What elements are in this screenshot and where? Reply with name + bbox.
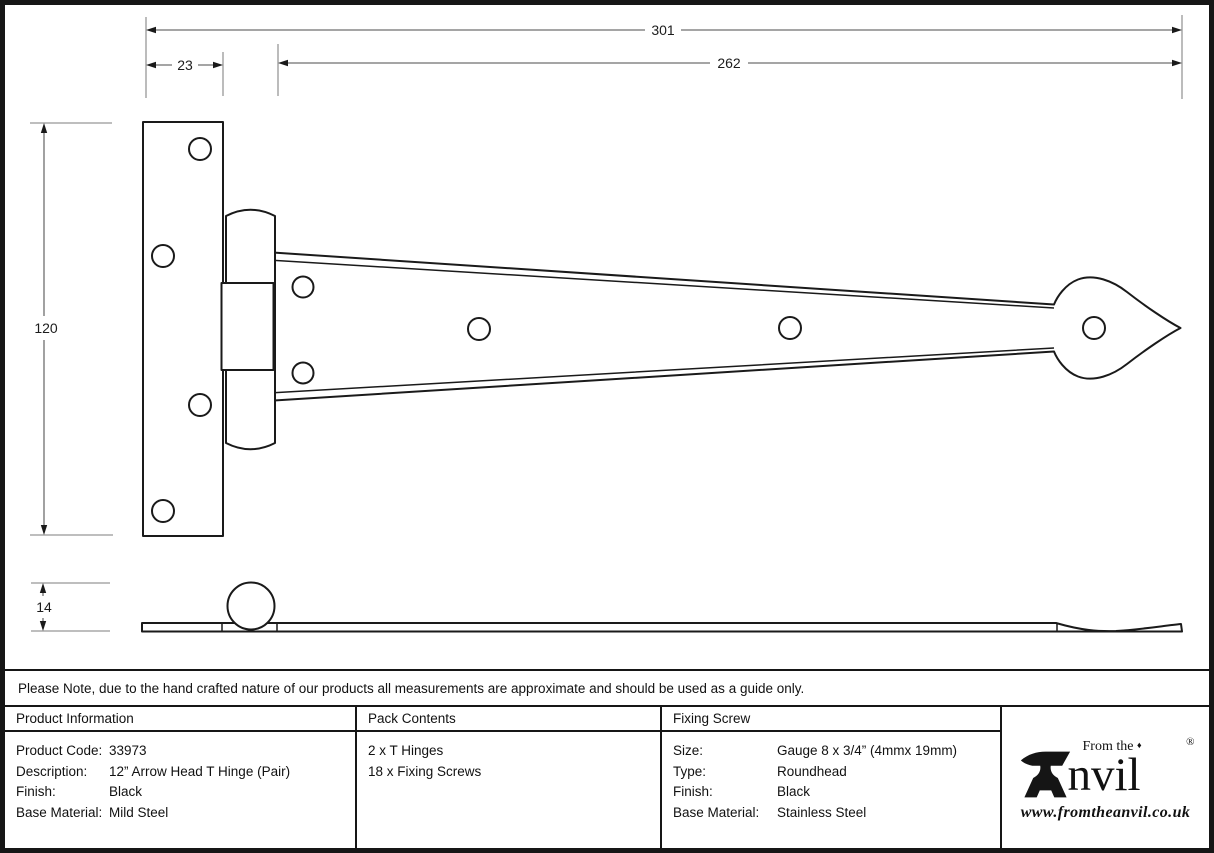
logo-wordmark: nvil	[1067, 749, 1141, 801]
screw-hole	[291, 361, 315, 385]
screw-hole	[291, 275, 315, 299]
pack-item: 2 x T Hinges	[368, 743, 444, 758]
fixing-screw-column: Fixing Screw Size: Gauge 8 x 3/4” (4mmx …	[660, 707, 1000, 853]
row-value: Mild Steel	[109, 804, 169, 820]
pack-contents-header: Pack Contents	[357, 707, 660, 732]
fixing-screw-header: Fixing Screw	[662, 707, 1000, 732]
row-value: Roundhead	[777, 763, 847, 779]
measurement-note-text: Please Note, due to the hand crafted nat…	[18, 680, 805, 696]
dim-plate-width: 23	[177, 57, 193, 73]
from-the-anvil-logo: From the ♦ nvil ®	[1017, 736, 1195, 802]
row-label: Finish:	[16, 784, 56, 799]
strap-chamfer-lines	[251, 258, 1055, 395]
row-label: Finish:	[673, 784, 713, 799]
screw-hole	[188, 137, 212, 161]
table-row: Finish: Black	[16, 782, 355, 803]
hinge-knuckle-mid	[220, 282, 275, 371]
extension-lines	[30, 15, 1183, 632]
dim-strap-length: 262	[717, 55, 741, 71]
side-strap	[141, 622, 1183, 633]
product-information-header: Product Information	[5, 707, 355, 732]
table-row: Description: 12” Arrow Head T Hinge (Pai…	[16, 762, 355, 783]
dim-plate-height: 120	[34, 320, 58, 336]
row-value: Gauge 8 x 3/4” (4mmx 19mm)	[777, 743, 958, 758]
screw-hole	[778, 316, 802, 340]
pack-contents-column: Pack Contents 2 x T Hinges 18 x Fixing S…	[355, 707, 660, 853]
screw-holes	[151, 137, 1106, 523]
brand-logo-cell: From the ♦ nvil ® www.fromtheanvil.co.uk	[1000, 707, 1209, 853]
hinge-front-view	[142, 121, 1182, 537]
measurement-note-row: Please Note, due to the hand crafted nat…	[5, 669, 1209, 705]
table-row: Base Material: Mild Steel	[16, 803, 355, 824]
row-value: Stainless Steel	[777, 804, 867, 820]
screw-hole	[1082, 316, 1106, 340]
technical-drawing: 301 262 23 120 14	[30, 15, 1183, 633]
dimension-lines	[42, 29, 1173, 622]
row-value: Black	[777, 784, 811, 799]
row-label: Size:	[673, 743, 704, 758]
side-ticks	[221, 623, 1058, 632]
product-information-column: Product Information Product Code: 33973 …	[5, 707, 355, 853]
hinge-side-view	[141, 581, 1183, 633]
row-label: Base Material:	[16, 804, 103, 820]
table-row: Type: Roundhead	[673, 762, 1000, 783]
pack-item: 18 x Fixing Screws	[368, 763, 482, 779]
row-label: Product Code:	[16, 743, 103, 758]
row-label: Base Material:	[673, 804, 760, 820]
logo-url: www.fromtheanvil.co.uk	[1020, 804, 1191, 821]
hinge-plate	[142, 121, 224, 537]
logo-prefix: From the ♦	[1082, 739, 1142, 754]
table-row: Size: Gauge 8 x 3/4” (4mmx 19mm)	[673, 741, 1000, 762]
row-value: 33973	[109, 743, 147, 758]
screw-hole	[467, 317, 491, 341]
row-value: Black	[109, 784, 143, 799]
product-info-table: Product Information Product Code: 33973 …	[5, 705, 1209, 853]
diamond-icon: ♦	[1136, 740, 1142, 750]
screw-hole	[188, 393, 212, 417]
screw-hole	[151, 499, 175, 523]
row-label: Description:	[16, 763, 88, 779]
table-row: Product Code: 33973	[16, 741, 355, 762]
side-knuckle	[226, 581, 276, 631]
strap-arrow-head	[249, 250, 1182, 403]
screw-hole	[151, 244, 175, 268]
dim-side-height: 14	[36, 599, 52, 615]
table-row: Base Material: Stainless Steel	[673, 803, 1000, 824]
anvil-icon	[1020, 751, 1070, 798]
dim-overall-length: 301	[651, 22, 675, 38]
row-label: Type:	[673, 763, 707, 779]
dimension-arrowheads	[39, 26, 1182, 631]
table-row: Finish: Black	[673, 782, 1000, 803]
registered-mark: ®	[1186, 736, 1195, 748]
row-value: 12” Arrow Head T Hinge (Pair)	[109, 763, 291, 779]
